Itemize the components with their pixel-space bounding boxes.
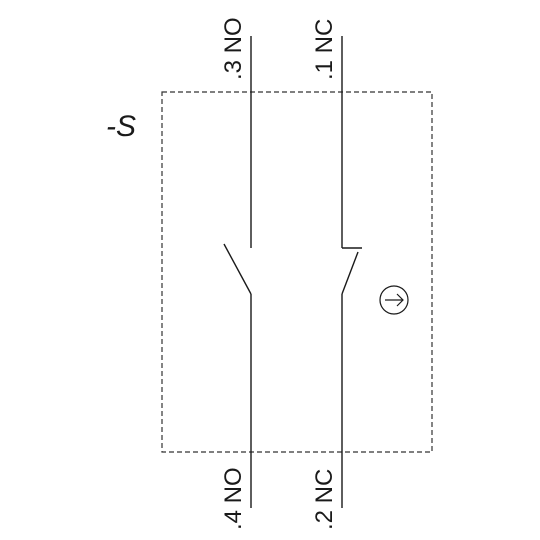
device-enclosure-frame xyxy=(161,91,433,453)
nc-contact-moving-blade xyxy=(341,251,359,295)
terminal-label-no-top: .3 NO xyxy=(220,17,247,80)
no-contact xyxy=(223,36,252,508)
push-actuator-arrow-icon xyxy=(379,285,409,315)
terminal-label-nc-top: .1 NC xyxy=(311,19,338,80)
no-contact-moving-blade xyxy=(223,243,252,295)
nc-contact xyxy=(341,36,362,508)
terminal-label-no-bottom: .4 NO xyxy=(220,467,247,530)
device-designation-label: -S xyxy=(106,110,136,143)
terminal-label-nc-bottom: .2 NC xyxy=(311,469,338,530)
